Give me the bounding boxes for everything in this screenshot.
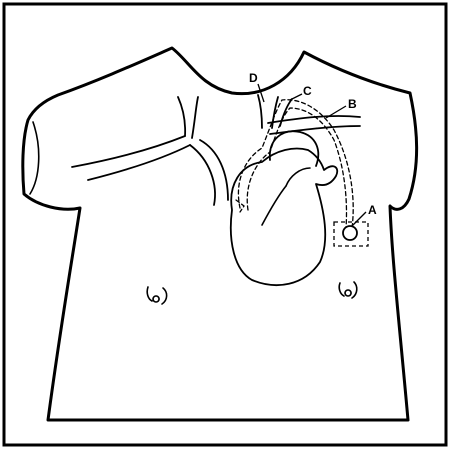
- label-c: C: [303, 84, 312, 98]
- heart-septum: [262, 186, 286, 225]
- device-circle: [343, 226, 357, 240]
- vessel-svc-left: [190, 145, 215, 205]
- nipple-left: [339, 282, 357, 298]
- label-a: A: [368, 203, 377, 217]
- leader-c: [290, 94, 302, 100]
- vessel-left-arm-lower: [88, 145, 190, 180]
- leader-a: [352, 212, 366, 226]
- vessel-svc-right: [200, 140, 228, 200]
- vessel-left-arm: [72, 136, 185, 167]
- heart-inner-curve: [286, 168, 310, 186]
- nipple-right: [147, 287, 166, 304]
- diagram-frame: [4, 4, 446, 445]
- shoulder-crease: [30, 122, 39, 194]
- label-d: D: [249, 71, 258, 85]
- vessel-neck-branch-3: [258, 95, 262, 128]
- vessel-neck-branch-1: [178, 97, 185, 136]
- heart-outline: [231, 149, 337, 286]
- vessel-neck-branch-4: [272, 97, 278, 128]
- vessel-neck-branch-2: [192, 97, 198, 138]
- label-b: B: [348, 97, 357, 111]
